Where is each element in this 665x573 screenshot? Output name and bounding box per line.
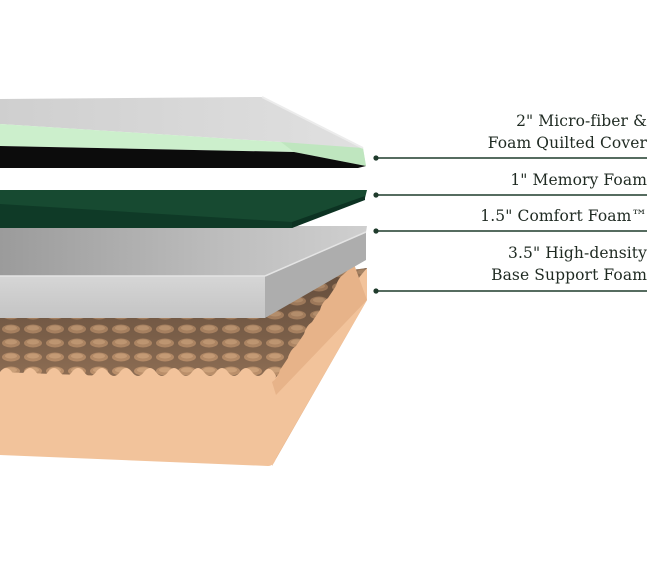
leader-cover — [373, 155, 647, 161]
memory-foam-side — [292, 196, 365, 228]
cover-black-band — [0, 146, 366, 168]
memory-foam-layer — [0, 190, 367, 228]
comfort-foam-top — [0, 226, 367, 276]
label-base-line-2: Base Support Foam — [491, 266, 647, 284]
leader-lines — [373, 155, 647, 294]
label-comfort-line-1: 1.5" Comfort Foam™ — [480, 207, 647, 225]
memory-foam-front — [0, 204, 292, 228]
label-cover-line-1: 2" Micro-fiber & — [516, 112, 647, 130]
cover-layer — [0, 96, 366, 168]
base-foam-front — [0, 268, 367, 466]
label-memory-line-1: 1" Memory Foam — [510, 171, 647, 189]
leader-comfort — [373, 228, 647, 234]
label-cover-line-2: Foam Quilted Cover — [487, 134, 647, 152]
base-foam-wave-right — [272, 264, 367, 395]
comfort-foam-side — [265, 232, 366, 318]
label-comfort-foam: 1.5" Comfort Foam™ — [480, 205, 647, 227]
leader-memory — [373, 192, 647, 198]
cover-top — [0, 97, 364, 154]
comfort-foam-front — [0, 276, 265, 318]
label-base-line-1: 3.5" High-density — [508, 244, 647, 262]
leader-base — [373, 288, 647, 294]
base-foam-wave-edge — [0, 368, 276, 392]
comfort-foam-corner — [264, 231, 367, 277]
label-base-foam: 3.5" High-density Base Support Foam — [491, 242, 647, 286]
label-memory-foam: 1" Memory Foam — [510, 169, 647, 191]
comfort-foam-layer — [0, 226, 367, 318]
cover-green-band — [0, 124, 366, 166]
cover-green-side — [281, 142, 366, 166]
cover-edge-highlight — [261, 96, 364, 149]
label-cover: 2" Micro-fiber & Foam Quilted Cover — [488, 110, 647, 154]
